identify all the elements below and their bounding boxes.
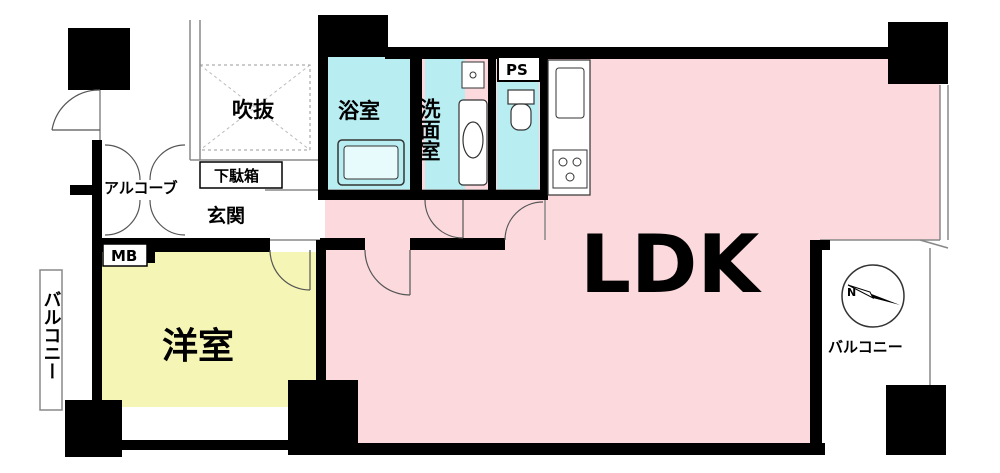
shoe-box-label: 下駄箱 — [214, 167, 259, 185]
western-room-lower — [120, 395, 295, 407]
compass-icon: N — [841, 264, 905, 328]
shoe-box-outline — [199, 161, 283, 189]
atrium-outline — [199, 64, 311, 151]
entrance-label: 玄関 — [207, 204, 245, 227]
kitchen-counter-icon — [547, 59, 591, 196]
western-room-area — [100, 252, 322, 407]
ps-box — [497, 56, 541, 82]
mb-box — [102, 243, 148, 267]
toilet-icon — [507, 89, 535, 131]
bathtub-icon — [337, 139, 405, 186]
washroom-area — [425, 55, 465, 190]
compass-north-label: N — [847, 286, 856, 299]
washroom-label-text: 洗面室 — [417, 98, 441, 161]
bathroom-label: 浴室 — [338, 99, 380, 123]
western-room-label: 洋室 — [162, 326, 234, 367]
ldk-label: LDK — [580, 218, 762, 311]
wash-basin-icon — [458, 61, 488, 186]
doors — [51, 89, 544, 296]
balcony-left-label: バルコニー — [41, 290, 62, 380]
balcony-right-label: バルコニー — [828, 338, 903, 356]
atrium-label: 吹抜 — [232, 98, 275, 122]
ps-label: PS — [506, 61, 528, 79]
washroom-label: 洗面室 — [417, 98, 441, 161]
mb-label: MB — [111, 247, 137, 265]
alcove-label: アルコーブ — [104, 179, 178, 197]
